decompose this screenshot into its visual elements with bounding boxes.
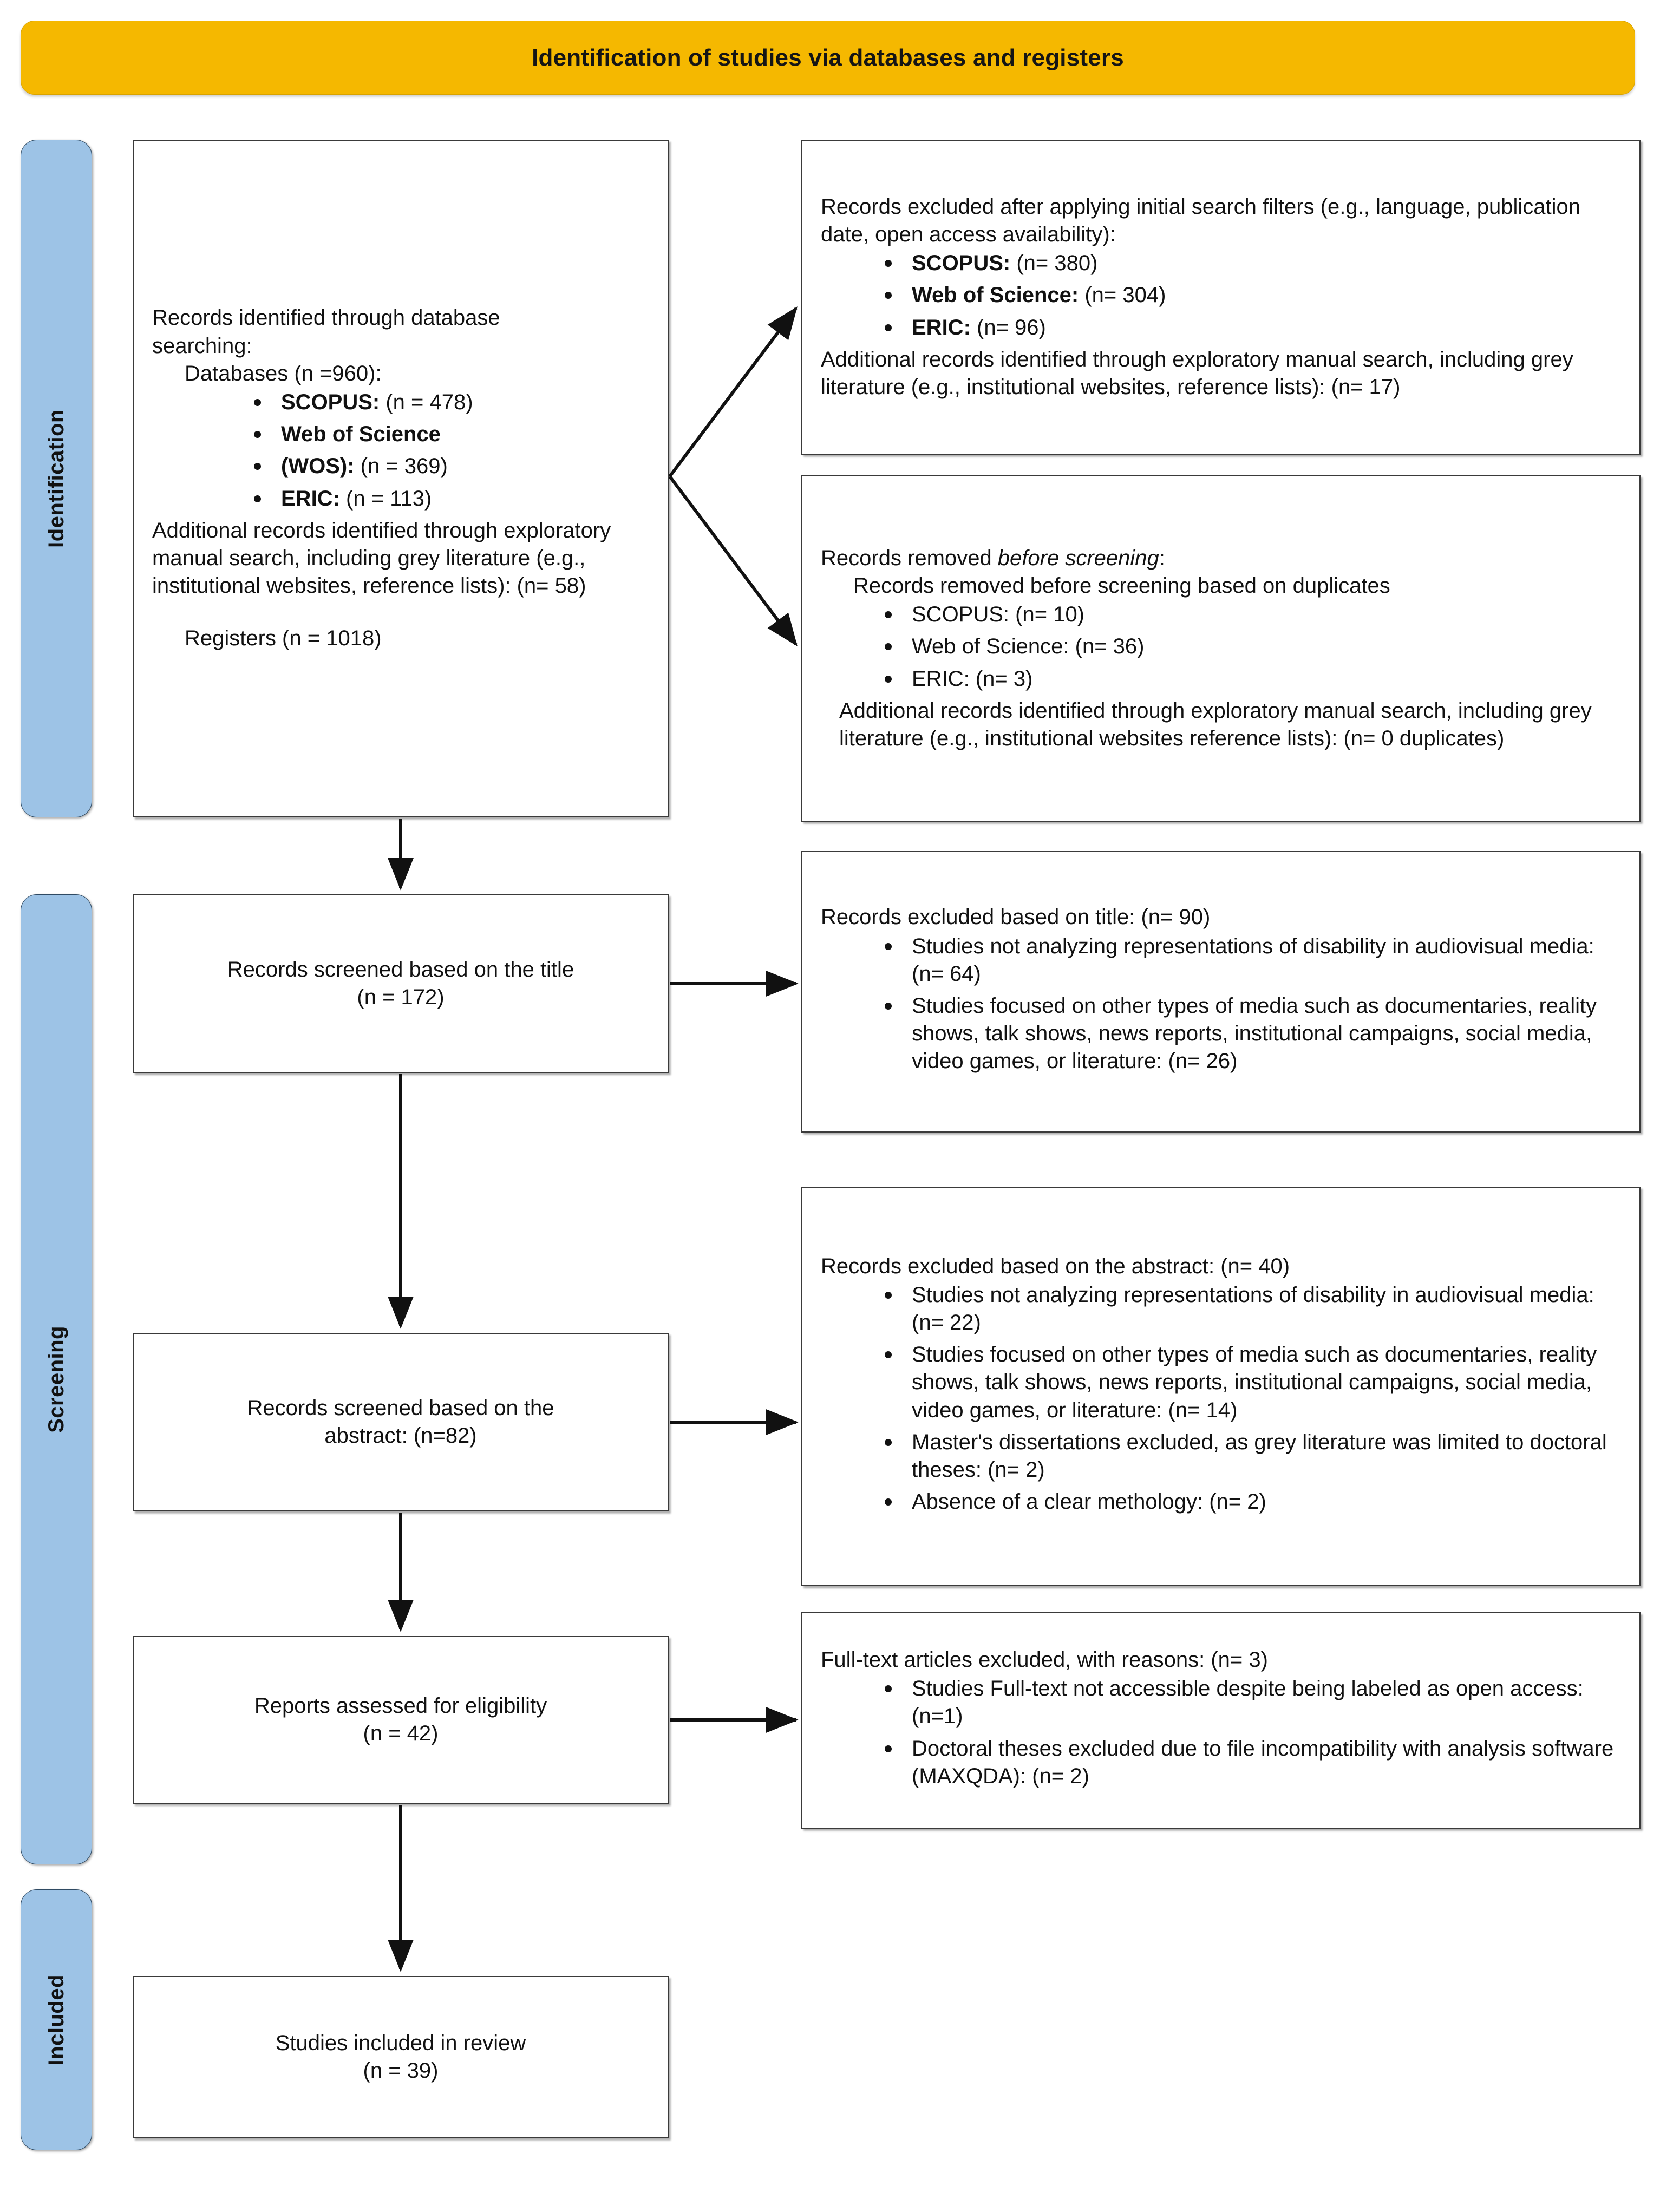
box-excluded-abstract: Records excluded based on the abstract: … [801, 1187, 1641, 1586]
removed-heading-italic: before screening [997, 546, 1159, 570]
bullet-rest: (n= 96) [970, 315, 1046, 339]
excl-abstract-heading: Records excluded based on the abstract: … [821, 1254, 1290, 1278]
screen-title-line2: (n = 172) [357, 985, 445, 1009]
identified-line2: searching: [152, 333, 252, 358]
included-line1: Studies included in review [275, 2031, 526, 2055]
list-item: Studies not analyzing representations of… [880, 1281, 1621, 1337]
list-item: Absence of a clear methology: (n= 2) [880, 1488, 1621, 1516]
list-item: ERIC: (n= 96) [880, 314, 1621, 342]
list-item: Web of Science: (n= 36) [880, 633, 1621, 660]
stage-label-included: Included [44, 1974, 68, 2066]
stage-label-screening: Screening [44, 1326, 68, 1433]
excl-fulltext-heading: Full-text articles excluded, with reason… [821, 1648, 1268, 1672]
box-reports-assessed-eligibility: Reports assessed for eligibility (n = 42… [133, 1636, 669, 1804]
identified-line1: Records identified through database [152, 306, 500, 330]
bullet-rest: (n = 478) [380, 390, 473, 415]
bullet-bold: Web of Science [281, 422, 441, 447]
removed-heading-normal: Records removed [821, 546, 998, 570]
box-excluded-title: Records excluded based on title: (n= 90)… [801, 851, 1641, 1133]
identified-database-bullets: SCOPUS: (n = 478) Web of Science (WOS): … [250, 388, 649, 517]
list-item: Master's dissertations excluded, as grey… [880, 1429, 1621, 1484]
stage-pill-identification: Identification [21, 140, 92, 817]
list-item: ERIC: (n= 3) [880, 665, 1621, 693]
excl-title-heading: Records excluded based on title: (n= 90) [821, 905, 1211, 930]
stage-pill-screening: Screening [21, 894, 92, 1864]
excl-title-bullets: Studies not analyzing representations of… [880, 932, 1621, 1080]
excl-fulltext-bullets: Studies Full-text not accessible despite… [880, 1674, 1621, 1795]
included-line2: (n = 39) [363, 2059, 439, 2083]
eligibility-line1: Reports assessed for eligibility [254, 1693, 547, 1718]
bullet-bold: SCOPUS: [281, 390, 380, 415]
connector-identified-to-removed-before [668, 475, 798, 646]
list-item: SCOPUS: (n= 10) [880, 601, 1621, 629]
list-item: Studies focused on other types of media … [880, 992, 1621, 1076]
box-excluded-initial-filters: Records excluded after applying initial … [801, 140, 1641, 455]
initial-filter-bullets: SCOPUS: (n= 380) Web of Science: (n= 304… [880, 248, 1621, 346]
bullet-rest: (n = 113) [339, 486, 432, 511]
bullet-rest: (n = 369) [354, 454, 448, 479]
stage-label-identification: Identification [44, 409, 68, 548]
page-title: Identification of studies via databases … [532, 44, 1124, 71]
removed-before-footer: Additional records identified through ex… [839, 698, 1592, 750]
bullet-bold: ERIC: [281, 486, 340, 511]
list-item: Web of Science [250, 421, 649, 448]
removed-before-subheading: Records removed before screening based o… [853, 574, 1390, 598]
diagram-header-banner: Identification of studies via databases … [21, 21, 1635, 95]
removed-before-bullets: SCOPUS: (n= 10) Web of Science: (n= 36) … [880, 600, 1621, 697]
bullet-bold: (WOS): [281, 454, 355, 479]
bullet-rest: (n= 304) [1079, 283, 1166, 307]
list-item: Doctoral theses excluded due to file inc… [880, 1735, 1621, 1790]
removed-before-heading: Records removed before screening: [821, 545, 1621, 572]
bullet-bold: SCOPUS: [912, 251, 1011, 276]
bullet-bold: Web of Science: [912, 283, 1079, 307]
box-records-screened-title: Records screened based on the title (n =… [133, 894, 669, 1073]
excl-abstract-bullets: Studies not analyzing representations of… [880, 1280, 1621, 1521]
initial-filter-footer: Additional records identified through ex… [821, 347, 1573, 399]
list-item: Studies not analyzing representations of… [880, 933, 1621, 988]
bullet-bold: ERIC: [912, 315, 971, 339]
list-item: ERIC: (n = 113) [250, 485, 649, 513]
list-item: Studies focused on other types of media … [880, 1341, 1621, 1424]
box-records-screened-abstract: Records screened based on the abstract: … [133, 1333, 669, 1511]
list-item: SCOPUS: (n = 478) [250, 389, 649, 416]
bullet-rest: (n= 380) [1010, 251, 1098, 276]
screen-abstract-line1: Records screened based on the [247, 1396, 554, 1420]
identified-databases-line: Databases (n =960): [185, 361, 382, 385]
box-studies-included: Studies included in review (n = 39) [133, 1976, 669, 2138]
connector-identified-to-initial-filter [668, 306, 798, 477]
identified-additional-records: Additional records identified through ex… [152, 518, 611, 598]
box-excluded-fulltext: Full-text articles excluded, with reason… [801, 1612, 1641, 1829]
list-item: Studies Full-text not accessible despite… [880, 1675, 1621, 1730]
initial-filter-heading: Records excluded after applying initial … [821, 194, 1581, 247]
list-item-continuation: (WOS): (n = 369) [250, 453, 649, 480]
eligibility-line2: (n = 42) [363, 1722, 439, 1745]
box-records-removed-before-screening: Records removed before screening: Record… [801, 475, 1641, 822]
box-records-identified: Records identified through database sear… [133, 140, 669, 817]
removed-heading-tail: : [1159, 546, 1165, 570]
list-item: SCOPUS: (n= 380) [880, 250, 1621, 277]
screen-title-line1: Records screened based on the title [227, 957, 574, 981]
list-item: Web of Science: (n= 304) [880, 282, 1621, 309]
identified-registers: Registers (n = 1018) [185, 626, 382, 651]
screen-abstract-line2: abstract: (n=82) [324, 1424, 477, 1448]
stage-pill-included: Included [21, 1889, 92, 2150]
